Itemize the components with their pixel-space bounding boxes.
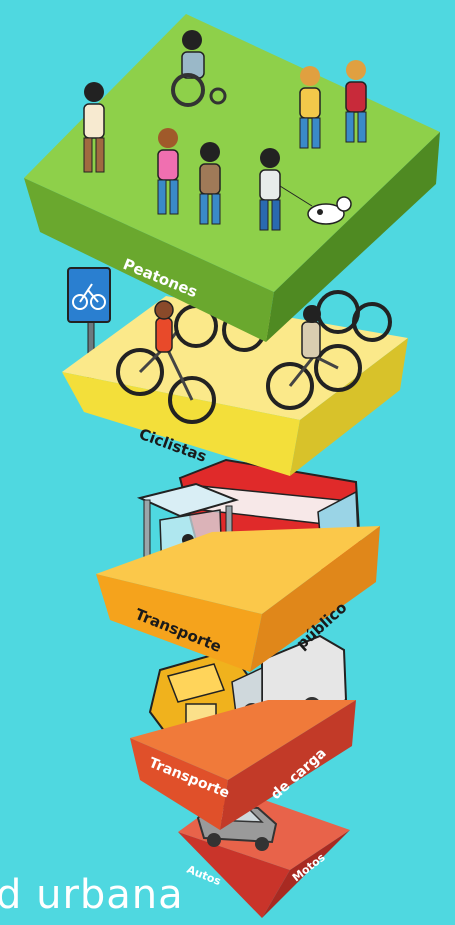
level-transporte-publico: Transporte público (96, 460, 380, 672)
caption-text: d urbana (0, 872, 184, 918)
